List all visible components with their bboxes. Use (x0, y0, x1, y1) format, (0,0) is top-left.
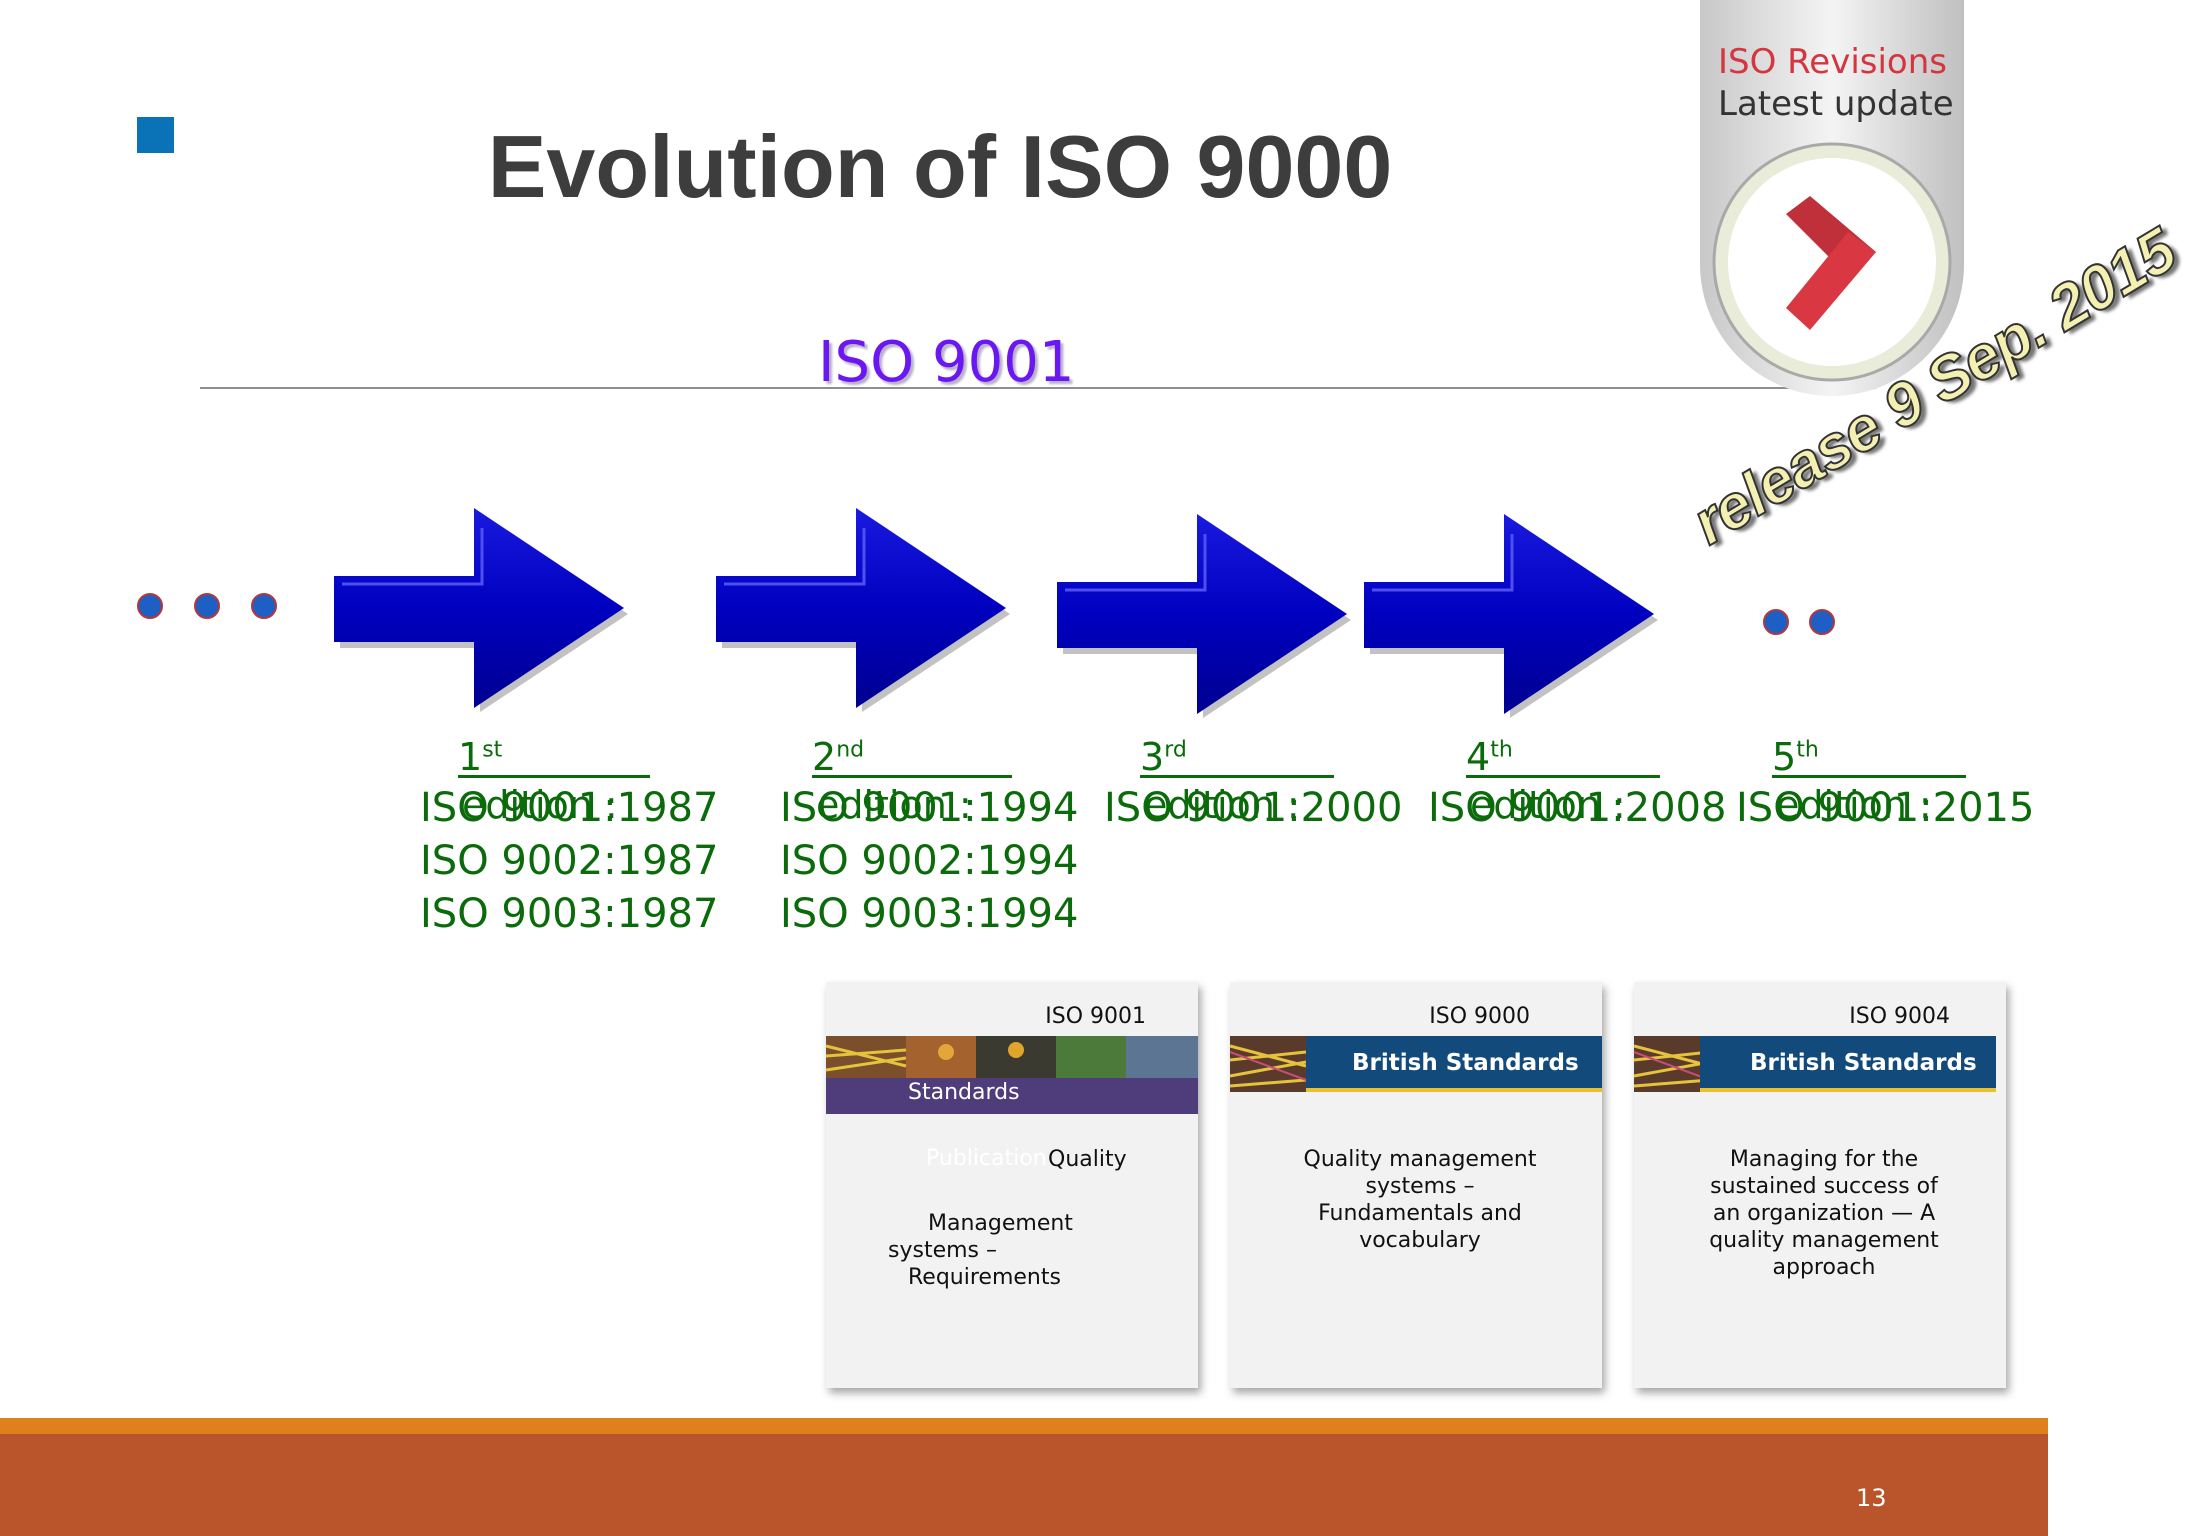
edition-underline (1772, 775, 1966, 778)
timeline-arrows (334, 508, 1658, 718)
standard-label: ISO 9001:2015 (1736, 785, 2035, 831)
card-description: Quality management systems – Fundamental… (1270, 1146, 1570, 1254)
card-banner: British Standards (1750, 1050, 1977, 1076)
ellipsis-dot (1809, 609, 1835, 635)
card-desc-line: Requirements (908, 1265, 1061, 1290)
card-banner-strip: British Standards (1229, 1036, 1602, 1092)
edition-word: edition : (1470, 783, 1626, 827)
ellipsis-dot (251, 593, 277, 619)
standard-label: ISO 9002:1987 (420, 838, 719, 884)
standard-label: ISO 9001:2000 (1104, 785, 1403, 831)
ellipsis-dot (137, 593, 163, 619)
standard-label: ISO 9003:1994 (780, 891, 1079, 937)
card-photo-strip: Standards (825, 1036, 1198, 1114)
card-desc-line: systems – (1365, 1174, 1475, 1199)
card-desc-line: Managing for the (1729, 1147, 1919, 1172)
standard-label: ISO 9001:1994 (780, 785, 1079, 831)
standard-card: ISO 9001 Standards Publication Quality M… (825, 982, 1198, 1388)
card-desc-line: Management (928, 1211, 1073, 1236)
standard-label: ISO 9003:1987 (420, 891, 719, 937)
standard-label: ISO 9002:1994 (780, 838, 1079, 884)
card-desc-line: Quality management (1303, 1147, 1537, 1172)
arrow-2 (716, 508, 1010, 712)
slide-title: Evolution of ISO 9000 (487, 117, 1393, 216)
page-number: 13 (1856, 1484, 1887, 1512)
edition-number: 5th (1772, 735, 1819, 779)
card-desc-line: approach (1772, 1255, 1876, 1280)
card-desc-line: vocabulary (1359, 1228, 1481, 1253)
card-desc-line: an organization — A (1712, 1201, 1936, 1226)
badge-line1: ISO Revisions (1718, 42, 1947, 82)
edition-underline (1466, 775, 1660, 778)
edition-word: edition : (1776, 783, 1932, 827)
edition-number: 2nd (812, 735, 865, 779)
edition-number: 1st (458, 735, 503, 779)
edition-underline (812, 775, 1012, 778)
footer-bar (0, 1434, 2048, 1536)
card-faint-label: Publication (926, 1146, 1047, 1171)
standard-card: ISO 9004 British Standards Managing for … (1633, 982, 2006, 1388)
ellipsis-dot (194, 593, 220, 619)
standard-label: ISO 9001:2008 (1428, 785, 1727, 831)
card-desc-line: quality management (1709, 1228, 1939, 1253)
card-banner-strip: British Standards (1633, 1036, 2006, 1092)
standard-label: ISO 9001:1987 (420, 785, 719, 831)
card-code: ISO 9001 (1045, 1004, 1146, 1029)
card-desc-line: Quality (1048, 1147, 1127, 1172)
card-desc-line: Fundamentals and (1318, 1201, 1522, 1226)
iso-revisions-badge: ISO Revisions Latest update (1700, 0, 1964, 396)
slide-subtitle: ISO 9001 (818, 330, 1075, 395)
edition-underline (458, 775, 650, 778)
chevron-right-icon (1786, 196, 1876, 330)
edition-number: 3rd (1140, 735, 1187, 779)
card-banner: Standards (908, 1080, 1020, 1105)
card-desc-line: sustained success of (1710, 1174, 1938, 1199)
card-code: ISO 9004 (1849, 1004, 1950, 1029)
card-banner: British Standards (1352, 1050, 1579, 1076)
bullet-square (137, 117, 174, 153)
card-desc-line: systems – (888, 1238, 997, 1263)
edition-word: edition : (462, 783, 618, 827)
standard-card: ISO 9000 British Standards Quality manag… (1229, 982, 1602, 1388)
edition-word: edition : (816, 783, 972, 827)
edition-number: 4th (1466, 735, 1513, 779)
divider-line (200, 387, 1876, 389)
footer-accent-bar (0, 1418, 2048, 1434)
edition-word: edition : (1144, 783, 1300, 827)
arrow-1 (334, 508, 628, 712)
arrow-3 (1057, 514, 1351, 718)
card-code: ISO 9000 (1429, 1004, 1530, 1029)
arrow-4 (1364, 514, 1658, 718)
card-description: Managing for the sustained success of an… (1674, 1146, 1974, 1281)
edition-underline (1140, 775, 1334, 778)
badge-line2: Latest update (1718, 84, 1954, 124)
ellipsis-dot (1763, 609, 1789, 635)
